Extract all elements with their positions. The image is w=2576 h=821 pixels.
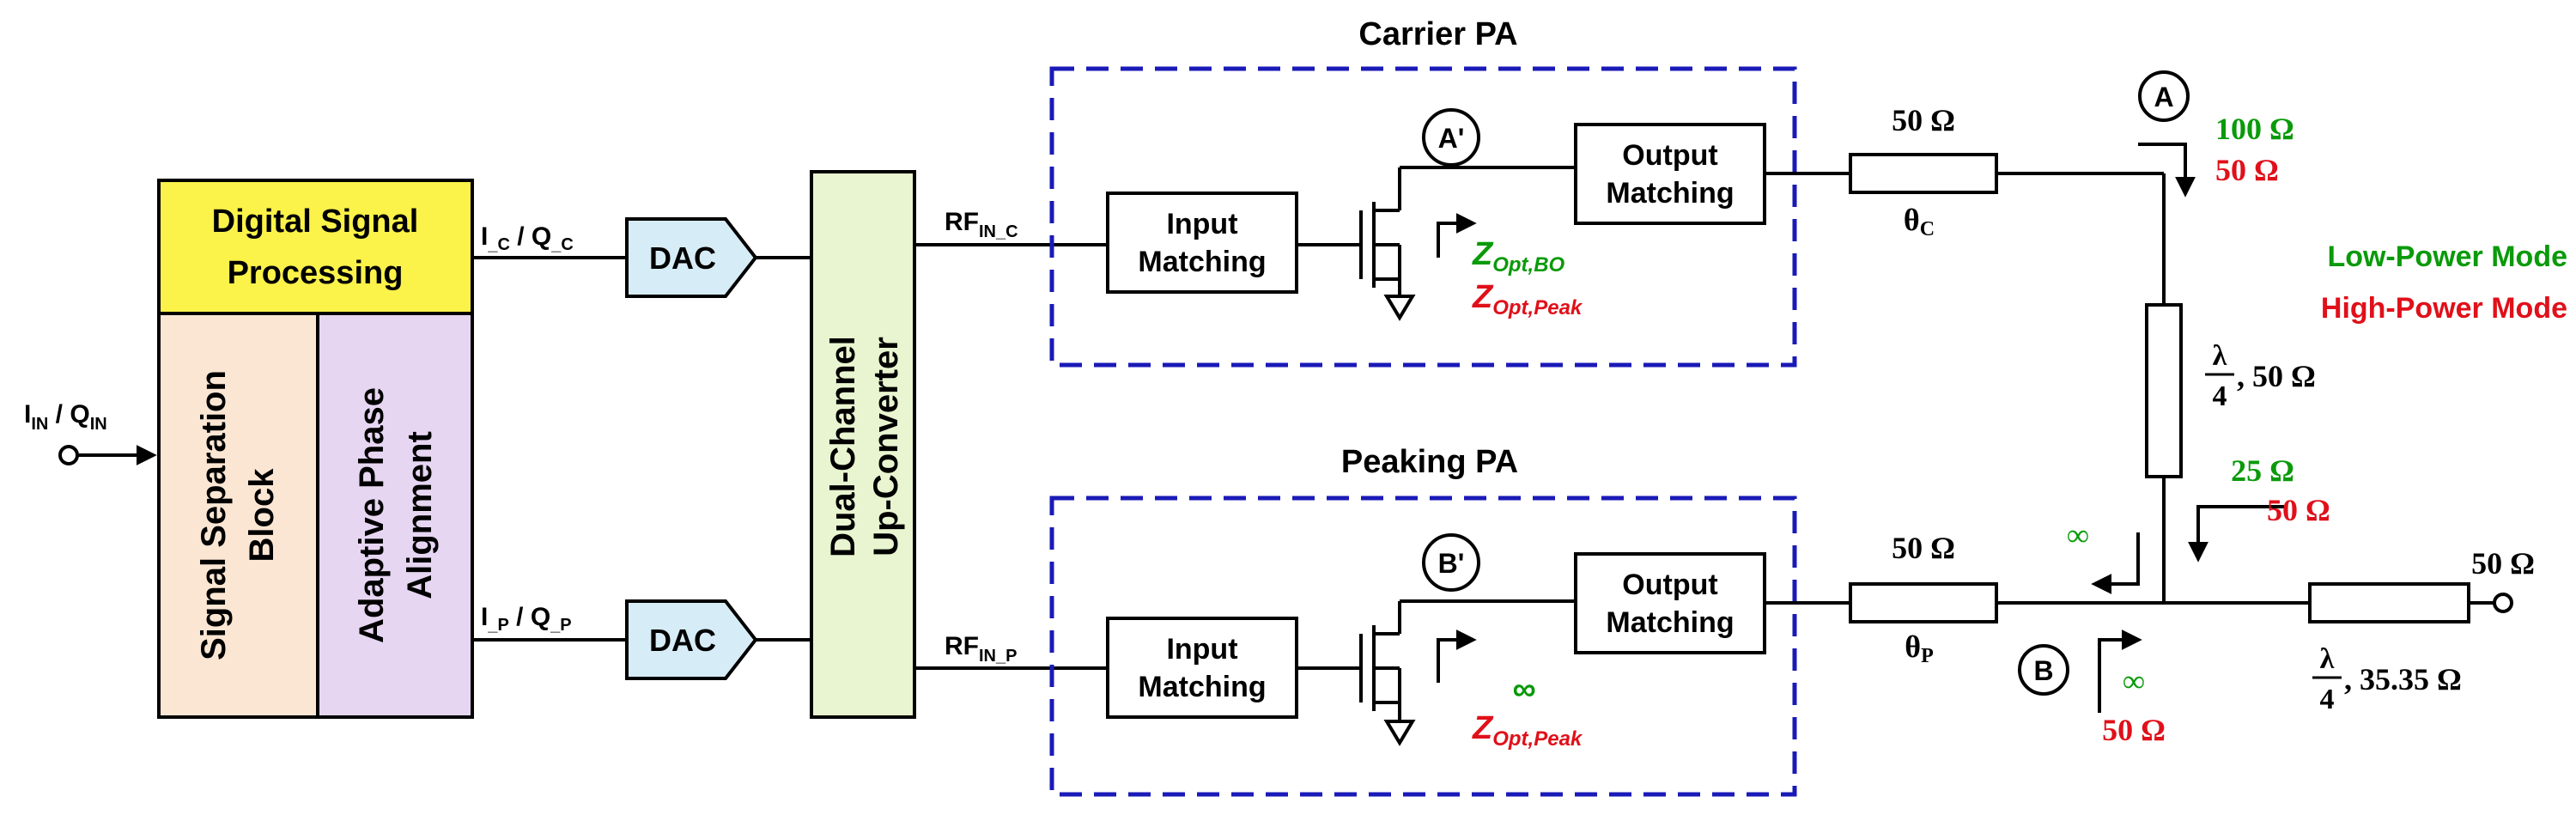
peaking-tline-theta: θP xyxy=(1905,629,1933,667)
node-b-low-z: ∞ xyxy=(2123,664,2145,698)
infinity-left-arrow xyxy=(2091,532,2140,594)
node-a-high-z: 50 Ω xyxy=(2215,153,2279,187)
carrier-output-matching xyxy=(1574,123,1766,225)
z-opt-peak-peaking: ZOpt,Peak xyxy=(1472,710,1583,751)
upconv-label-line2: Up-Converter xyxy=(867,337,905,556)
peaking-pa-boundary xyxy=(1049,496,1797,797)
peaking-output-matching xyxy=(1574,552,1766,654)
peaking-pa-title: Peaking PA xyxy=(1341,444,1518,480)
qw-four: 4 xyxy=(2213,380,2227,412)
carrier-im-line1: Input xyxy=(1166,208,1237,240)
carrier-om-line2: Matching xyxy=(1606,177,1734,210)
peaking-om-line2: Matching xyxy=(1606,606,1734,639)
dsp-label-line2: Processing xyxy=(228,255,404,291)
dac-top xyxy=(625,217,758,298)
carrier-pa-boundary xyxy=(1049,66,1797,368)
dual-channel-upconverter xyxy=(810,170,916,719)
ic-qc-label: I_C / Q_C xyxy=(481,222,574,254)
peaking-input-matching xyxy=(1106,617,1298,719)
z-inf-peaking: ∞ xyxy=(1512,672,1535,708)
peaking-impedance-arrow xyxy=(1437,629,1477,683)
qw-out-label: , 35.35 Ω xyxy=(2344,662,2462,696)
node-a xyxy=(2138,70,2190,122)
ssb-label-line1: Signal Separation xyxy=(195,370,233,660)
dsp-block xyxy=(157,179,474,315)
qw-lambda: λ xyxy=(2213,340,2227,372)
qw-50-label: , 50 Ω xyxy=(2237,359,2316,393)
node-b-prime xyxy=(1422,533,1480,592)
quarter-wave-35-ohm xyxy=(2308,582,2470,623)
qw-out-lambda: λ xyxy=(2320,643,2335,675)
rf-in-p-label: RFIN_P xyxy=(945,632,1017,666)
upconv-label-line1: Dual-Channel xyxy=(824,336,862,557)
z-opt-peak-carrier: ZOpt,Peak xyxy=(1472,279,1583,319)
peaking-transistor xyxy=(1297,599,1576,746)
input-label: IIN / QIN xyxy=(24,400,107,434)
node-a-label: A xyxy=(2154,82,2173,113)
carrier-tline xyxy=(1849,153,1998,194)
node-b-arrow xyxy=(2098,629,2142,713)
carrier-pa-title: Carrier PA xyxy=(1358,16,1517,52)
junction-arrow xyxy=(2188,505,2284,563)
legend-high-power: High-Power Mode xyxy=(2321,292,2567,325)
dac-bottom-label: DAC xyxy=(649,623,716,658)
dac-bottom xyxy=(625,599,758,680)
peaking-tline-z: 50 Ω xyxy=(1892,531,1955,565)
load-label: 50 Ω xyxy=(2471,546,2535,581)
peaking-im-line2: Matching xyxy=(1138,671,1266,703)
qw-out-four: 4 xyxy=(2320,684,2335,715)
legend-low-power: Low-Power Mode xyxy=(2327,240,2567,273)
carrier-tline-theta: θC xyxy=(1904,203,1935,240)
carrier-tline-z: 50 Ω xyxy=(1892,103,1955,137)
peaking-tline xyxy=(1849,582,1998,623)
node-b-high-z: 50 Ω xyxy=(2102,713,2166,747)
infinity-left: ∞ xyxy=(2067,518,2089,552)
junction-low-z: 25 Ω xyxy=(2231,453,2294,488)
quarter-wave-50-ohm xyxy=(2145,303,2183,478)
junction-high-z: 50 Ω xyxy=(2267,493,2330,527)
rf-in-c-label: RFIN_C xyxy=(945,208,1018,241)
carrier-input-matching xyxy=(1106,192,1298,294)
signal-separation-block xyxy=(157,312,319,719)
dsp-label-line1: Digital Signal xyxy=(212,204,419,240)
z-opt-bo: ZOpt,BO xyxy=(1472,236,1565,277)
apa-label-line2: Alignment xyxy=(401,431,439,599)
adaptive-phase-alignment-block xyxy=(316,312,474,719)
dac-top-label: DAC xyxy=(649,240,716,276)
carrier-impedance-arrow xyxy=(1437,213,1477,258)
peaking-im-line1: Input xyxy=(1166,633,1237,666)
carrier-transistor xyxy=(1297,166,1576,321)
node-a-low-z: 100 Ω xyxy=(2215,112,2294,146)
node-b xyxy=(2018,644,2069,696)
apa-label-line1: Adaptive Phase xyxy=(353,387,391,643)
ssb-label-line2: Block xyxy=(243,468,281,563)
peaking-om-line1: Output xyxy=(1622,569,1717,601)
node-a-prime xyxy=(1422,108,1480,167)
output-terminal xyxy=(2493,593,2513,613)
carrier-im-line2: Matching xyxy=(1138,246,1266,278)
carrier-om-line1: Output xyxy=(1622,139,1717,172)
node-b-prime-label: B' xyxy=(1438,548,1465,579)
node-b-label: B xyxy=(2033,655,2053,686)
node-a-arrow xyxy=(2138,143,2196,198)
input-terminal xyxy=(58,445,157,465)
ip-qp-label: I_P / Q_P xyxy=(481,603,572,635)
node-a-prime-label: A' xyxy=(1438,123,1465,154)
